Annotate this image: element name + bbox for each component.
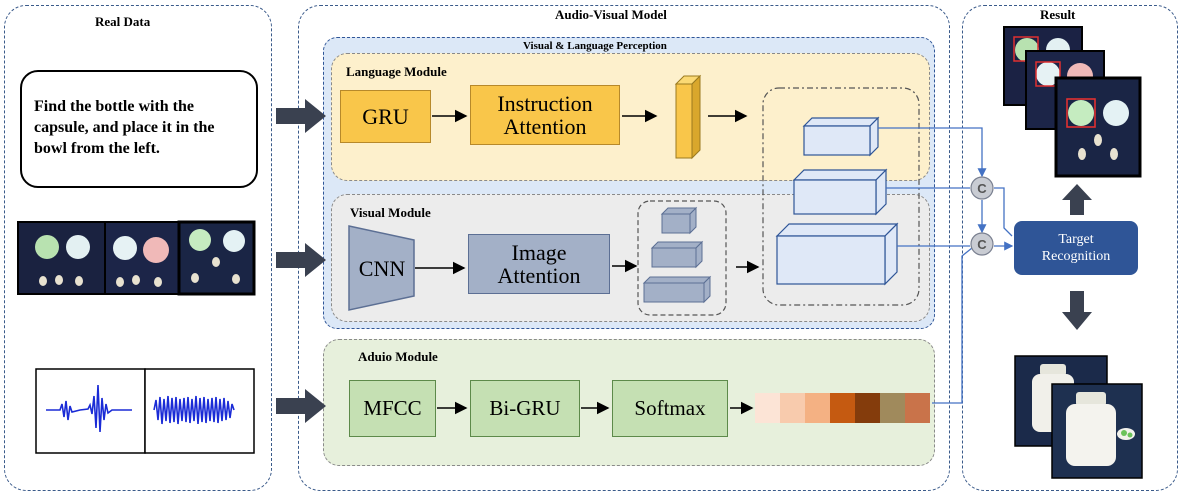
image-attention-label-2: Attention <box>497 263 581 288</box>
target-recognition-box: Target Recognition <box>1014 221 1138 275</box>
bigru-block: Bi-GRU <box>470 380 580 437</box>
gru-block: GRU <box>340 90 431 143</box>
fusion-frame <box>762 87 920 306</box>
visual-module-title: Visual Module <box>350 205 431 220</box>
audio-waveforms <box>35 368 255 454</box>
softmax-label: Softmax <box>634 396 706 421</box>
visual-pyramid <box>642 206 712 304</box>
mfcc-block: MFCC <box>349 380 436 437</box>
concat-node-1: C <box>970 176 994 200</box>
instruction-attention-label-1: Instruction <box>497 90 593 116</box>
model-panel <box>298 5 950 491</box>
svg-text:C: C <box>977 237 987 252</box>
fusion-cubes <box>775 116 899 286</box>
target-label-1: Target <box>1058 231 1094 247</box>
cnn-block <box>348 225 415 311</box>
input-arrow-audio <box>276 389 326 423</box>
model-title: Audio-Visual Model <box>555 7 667 22</box>
softmax-block: Softmax <box>612 380 728 437</box>
gru-label: GRU <box>362 103 409 129</box>
target-label-2: Recognition <box>1041 249 1111 264</box>
audio-module-title: Aduio Module <box>358 349 438 364</box>
instruction-attention-block: Instruction Attention <box>470 85 620 145</box>
language-feature-bar <box>674 74 702 160</box>
up-arrow <box>1062 184 1092 215</box>
image-attention-block: Image Attention <box>468 234 610 294</box>
instruction-text: Find the bottle with the capsule, and pl… <box>20 70 258 188</box>
image-attention-label-1: Image <box>511 239 567 265</box>
audio-feature-strip <box>755 393 930 423</box>
bigru-label: Bi-GRU <box>489 396 561 421</box>
scene-images <box>17 220 256 296</box>
result-title: Result <box>1040 7 1076 22</box>
real-data-title: Real Data <box>95 14 151 29</box>
perception-title: Visual & Language Perception <box>523 40 667 52</box>
cnn-label: CNN <box>359 256 406 281</box>
concat-node-2: C <box>970 232 994 256</box>
instruction-attention-label-2: Attention <box>503 114 587 139</box>
language-module-title: Language Module <box>346 64 447 79</box>
result-images <box>1003 26 1142 178</box>
bottle-images <box>1014 355 1143 479</box>
input-arrow-visual <box>276 243 326 277</box>
down-arrow <box>1062 291 1092 330</box>
mfcc-label: MFCC <box>363 396 422 421</box>
svg-text:C: C <box>977 181 987 196</box>
result-panel <box>962 5 1178 491</box>
input-arrow-language <box>276 99 326 133</box>
fusion-connectors <box>878 127 1014 404</box>
real-data-panel <box>4 5 272 491</box>
visual-pyramid-frame <box>637 200 727 316</box>
